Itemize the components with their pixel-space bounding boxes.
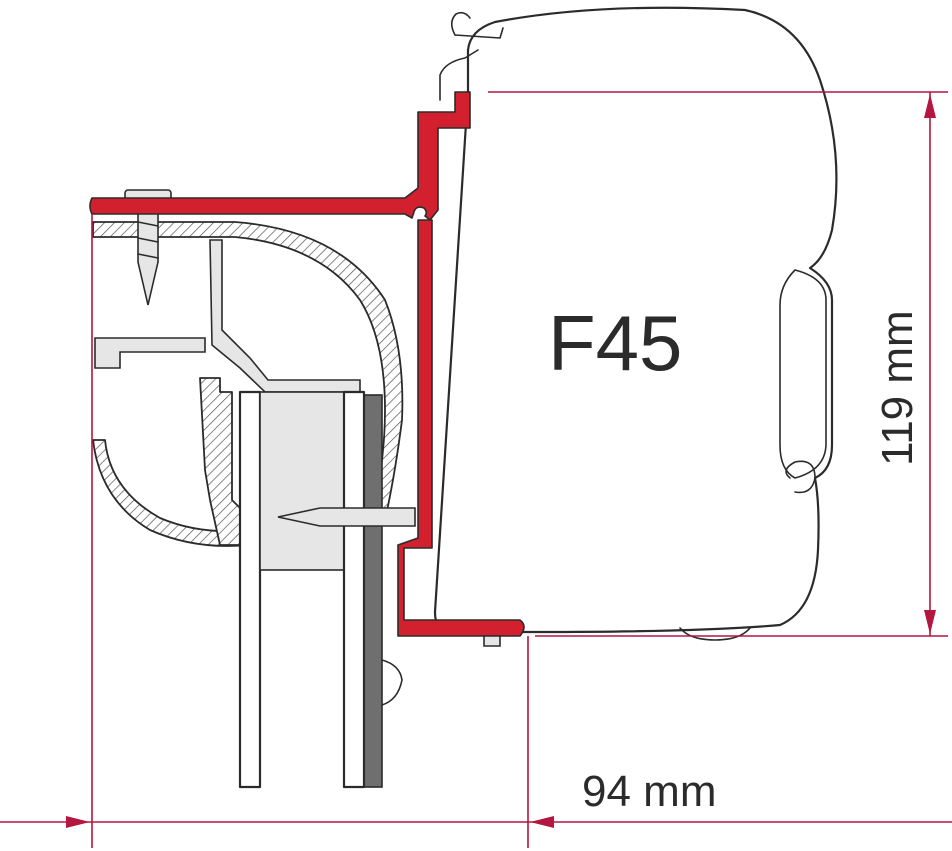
housing-foot (679, 627, 751, 641)
wall-panel-edge (342, 390, 366, 789)
panel-clip (381, 659, 403, 706)
screw-horizontal-icon (277, 507, 416, 527)
wall-post-inner (259, 391, 346, 571)
housing-top-lip (439, 49, 479, 101)
rail-bottom-screw (483, 635, 501, 647)
bracket-arm (94, 337, 206, 369)
vertical-profile (199, 377, 243, 546)
hook-icon (450, 11, 504, 39)
awning-housing (433, 6, 838, 634)
height-arrow-bottom (924, 610, 936, 634)
housing-lower-curve (785, 460, 816, 494)
depth-dimension-label: 94 mm (582, 767, 716, 816)
wall-post-left (238, 390, 262, 789)
inner-bracket (209, 239, 361, 393)
height-arrow-top (924, 94, 936, 118)
depth-arrow-left (66, 816, 90, 828)
height-dimension-label: 119 mm (873, 310, 922, 466)
housing-end-cap (779, 269, 827, 479)
adapter-rail (89, 91, 525, 637)
wall-panel-dark (363, 394, 383, 788)
model-label: F45 (548, 299, 682, 387)
depth-arrow-right (530, 816, 554, 828)
